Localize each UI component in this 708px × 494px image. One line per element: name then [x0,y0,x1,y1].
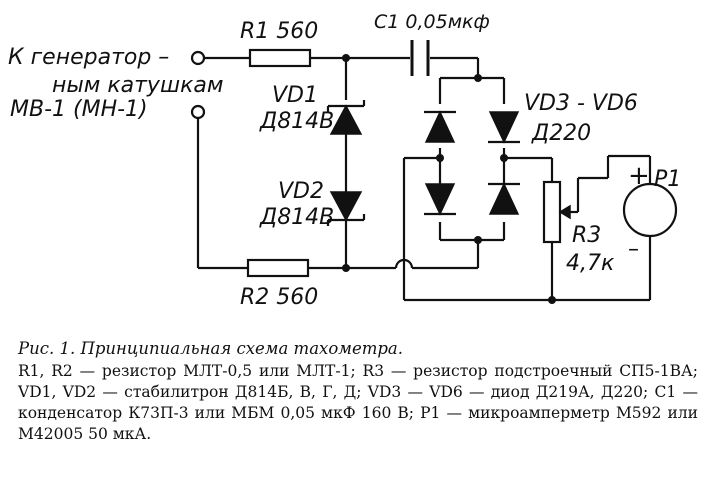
r3-wiper-arrow [558,204,571,220]
r3-label-line1: R3 [572,223,601,248]
vd3-diode [424,110,456,143]
figure-caption: Рис. 1. Принципиальная схема тахометра. … [18,338,698,445]
p1-plus-sign: + [628,161,650,191]
r3-ground-node [548,296,556,304]
vd2-zener [326,191,366,226]
bridge-node-bottom [474,236,482,244]
top-wires [204,56,480,78]
vd1-label-line2: Д814В [259,109,334,134]
vd5-diode [424,183,456,216]
p1-label: P1 [654,167,681,192]
vd4-diode [488,111,520,144]
p1-microammeter [622,182,678,238]
r3-wires [402,154,652,302]
caption-title: Рис. 1. Принципиальная схема тахометра. [18,339,404,358]
vd3-vd6-label-line2: Д220 [531,121,591,146]
bridge-node-right [500,154,508,162]
r3-resistor [542,180,562,244]
r2-label: R2 560 [240,285,318,310]
vd6-diode [488,182,520,215]
input-label-line1: К генератор – [8,45,169,70]
bridge-node-top [474,74,482,82]
vd2-label-line1: VD2 [278,179,324,204]
input-label-line2: ным катушкам [52,73,223,98]
bridge-node-left [436,154,444,162]
r3-label-line2: 4,7к [566,251,615,276]
bottom-wires [196,118,478,270]
input-terminal-top [190,50,206,66]
tachometer-schematic: К генератор – ным катушкам МВ-1 (МН-1) R… [8,11,681,310]
r1-resistor [248,48,312,68]
input-terminal-bottom [190,104,206,120]
c1-capacitor [410,40,430,76]
vd3-vd6-label-line1: VD3 - VD6 [524,91,638,116]
vd2-label-line2: Д814В [259,205,334,230]
r1-label: R1 560 [240,19,318,44]
c1-label: C1 0,05мкф [374,11,490,33]
r2-resistor [246,258,310,278]
caption-body: R1, R2 — резистор МЛТ-0,5 или МЛТ-1; R3 … [18,362,698,443]
vd1-label-line1: VD1 [272,83,318,108]
p1-minus-sign: – [628,237,639,262]
input-label-line3: МВ-1 (МН-1) [10,97,148,122]
